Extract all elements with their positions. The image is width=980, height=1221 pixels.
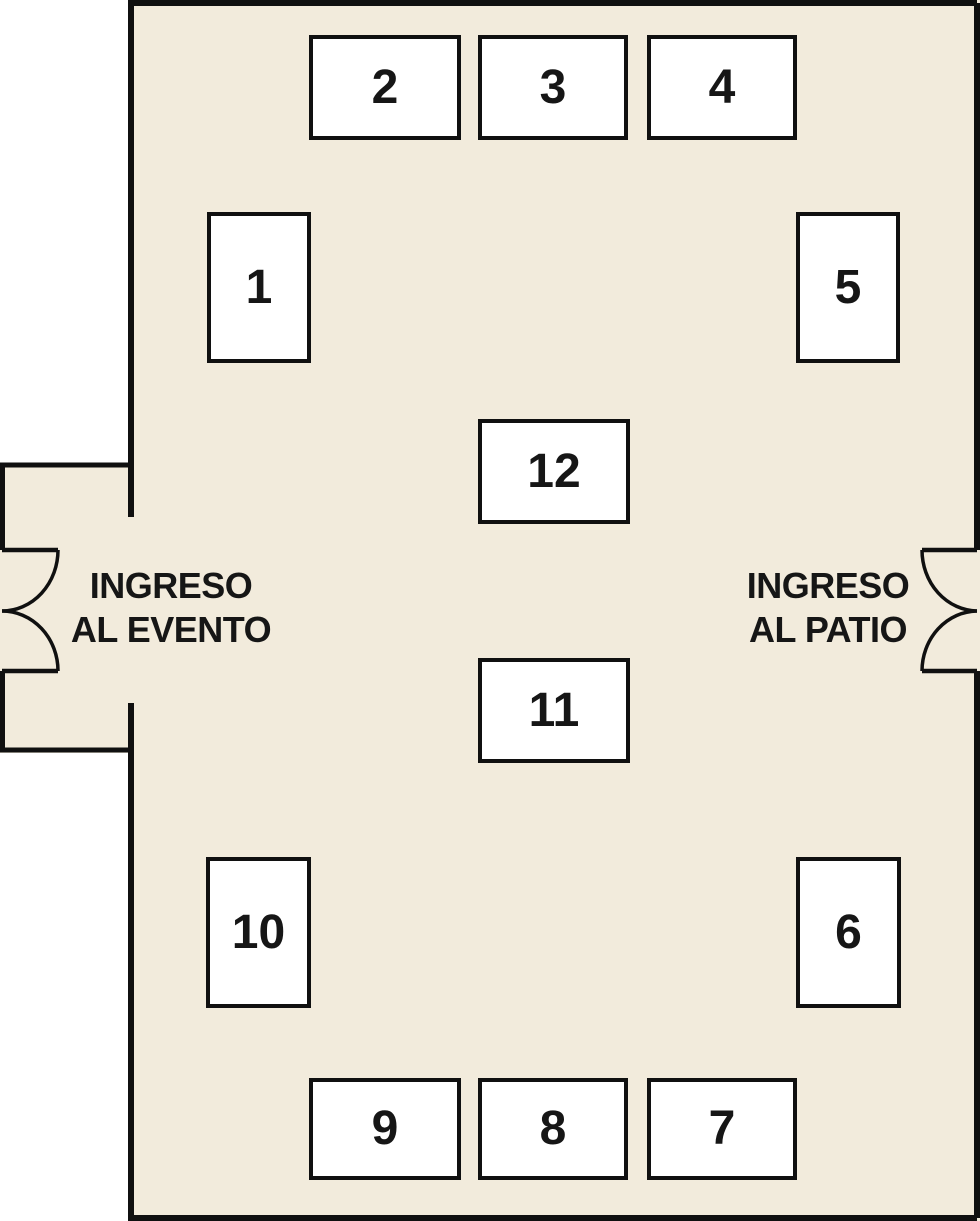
booth-11: 11 bbox=[478, 658, 630, 763]
booth-11-label: 11 bbox=[528, 683, 580, 737]
booth-7: 7 bbox=[647, 1078, 797, 1180]
booth-6: 6 bbox=[796, 857, 901, 1008]
left-door-arc-bottom bbox=[1, 609, 60, 672]
right-door-arc-bottom bbox=[920, 609, 978, 672]
booth-2: 2 bbox=[309, 35, 461, 140]
booth-2-label: 2 bbox=[371, 60, 399, 114]
booth-8-label: 8 bbox=[539, 1102, 567, 1155]
booth-4: 4 bbox=[647, 35, 797, 140]
booth-5-label: 5 bbox=[834, 260, 862, 314]
entrance-evento-line1: INGRESO bbox=[89, 565, 253, 606]
entrance-evento-line2: AL EVENTO bbox=[70, 609, 272, 650]
booth-1-label: 1 bbox=[245, 260, 273, 314]
entrance-label-evento: INGRESO AL EVENTO bbox=[31, 564, 311, 652]
vestibule-walls bbox=[0, 462, 131, 753]
booth-10: 10 bbox=[206, 857, 311, 1008]
booth-3: 3 bbox=[478, 35, 628, 140]
booth-8: 8 bbox=[478, 1078, 628, 1180]
booth-4-label: 4 bbox=[708, 60, 736, 114]
room-floor bbox=[128, 0, 980, 1221]
booth-3-label: 3 bbox=[539, 60, 567, 114]
booth-12: 12 bbox=[478, 419, 630, 524]
booth-10-label: 10 bbox=[231, 905, 286, 959]
right-door-swing-icon bbox=[920, 547, 978, 674]
booth-12-label: 12 bbox=[527, 444, 581, 498]
left-door-arc-top bbox=[1, 549, 60, 613]
booth-7-label: 7 bbox=[708, 1102, 736, 1155]
booth-6-label: 6 bbox=[835, 905, 862, 959]
room-walls bbox=[128, 0, 980, 1221]
right-door-arc-top bbox=[920, 549, 978, 613]
booth-5: 5 bbox=[796, 212, 900, 363]
entrance-patio-line2: AL PATIO bbox=[749, 609, 908, 650]
booth-9: 9 bbox=[309, 1078, 461, 1180]
booth-1: 1 bbox=[207, 212, 311, 363]
left-door-swing-icon bbox=[1, 547, 60, 674]
entrance-patio-line1: INGRESO bbox=[746, 565, 910, 606]
entrance-label-patio: INGRESO AL PATIO bbox=[688, 564, 968, 652]
booth-9-label: 9 bbox=[371, 1102, 399, 1155]
